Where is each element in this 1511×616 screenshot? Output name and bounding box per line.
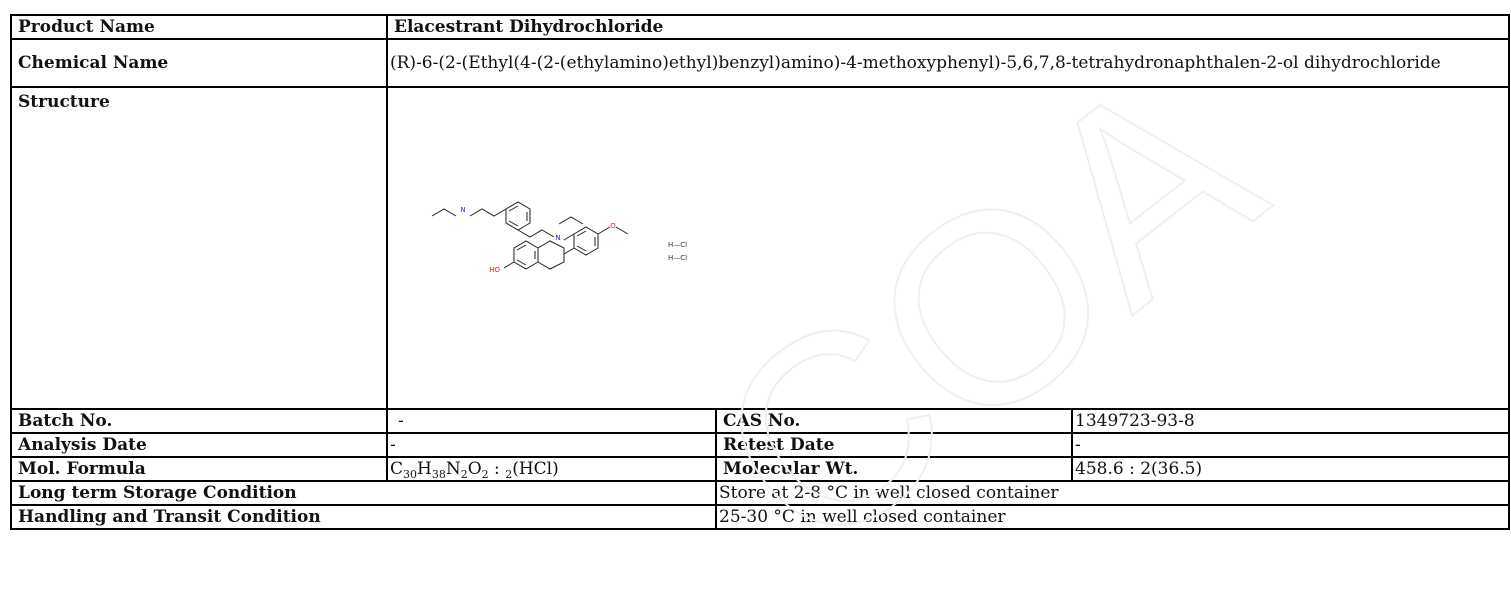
mw-value: 458.6 : 2(36.5) bbox=[1070, 456, 1511, 482]
row-structure: Structure bbox=[10, 86, 1511, 410]
mw-label: Molecular Wt. bbox=[715, 456, 1073, 482]
batch-label: Batch No. bbox=[10, 408, 388, 434]
row-batch: Batch No. - CAS No. 1349723-93-8 bbox=[10, 408, 1511, 434]
structure-label: Structure bbox=[10, 86, 388, 410]
row-handling: Handling and Transit Condition 25-30 °C … bbox=[10, 504, 1511, 530]
structure-image: N N O HO H—Cl H—Cl bbox=[385, 86, 1511, 410]
formula-label: Mol. Formula bbox=[10, 456, 388, 482]
handling-label: Handling and Transit Condition bbox=[10, 504, 717, 530]
atom-ho: HO bbox=[489, 266, 500, 274]
storage-label: Long term Storage Condition bbox=[10, 480, 717, 506]
row-analysis: Analysis Date - Retest Date - bbox=[10, 432, 1511, 458]
row-formula: Mol. Formula C30H38N2O2 : 2(HCl) Molecul… bbox=[10, 456, 1511, 482]
row-chemical-name: Chemical Name (R)-6-(2-(Ethyl(4-(2-(ethy… bbox=[10, 38, 1511, 88]
cas-label: CAS No. bbox=[715, 408, 1073, 434]
analysis-label: Analysis Date bbox=[10, 432, 388, 458]
retest-value: - bbox=[1070, 432, 1511, 458]
storage-value: Store at 2-8 °C in well closed container bbox=[714, 480, 1511, 506]
atom-hcl-2: H—Cl bbox=[668, 254, 687, 262]
cas-value: 1349723-93-8 bbox=[1070, 408, 1511, 434]
coa-table: Product Name Elacestrant Dihydrochloride… bbox=[10, 14, 1511, 530]
product-name-value: Elacestrant Dihydrochloride bbox=[385, 14, 1511, 40]
atom-n1: N bbox=[460, 206, 465, 214]
analysis-value: - bbox=[386, 432, 717, 458]
retest-label: Retest Date bbox=[715, 432, 1073, 458]
handling-value: 25-30 °C in well closed container bbox=[714, 504, 1511, 530]
row-storage: Long term Storage Condition Store at 2-8… bbox=[10, 480, 1511, 506]
atom-o1: O bbox=[610, 222, 616, 230]
atom-n2: N bbox=[555, 234, 560, 242]
atom-hcl-1: H—Cl bbox=[668, 241, 687, 249]
row-product-name: Product Name Elacestrant Dihydrochloride bbox=[10, 14, 1511, 40]
chemical-name-value: (R)-6-(2-(Ethyl(4-(2-(ethylamino)ethyl)b… bbox=[385, 38, 1511, 88]
product-name-label: Product Name bbox=[10, 14, 388, 40]
batch-value: - bbox=[386, 408, 717, 434]
molecule-drawing: N N O HO H—Cl H—Cl bbox=[431, 201, 687, 274]
chemical-name-label: Chemical Name bbox=[10, 38, 388, 88]
formula-value: C30H38N2O2 : 2(HCl) bbox=[386, 456, 717, 482]
